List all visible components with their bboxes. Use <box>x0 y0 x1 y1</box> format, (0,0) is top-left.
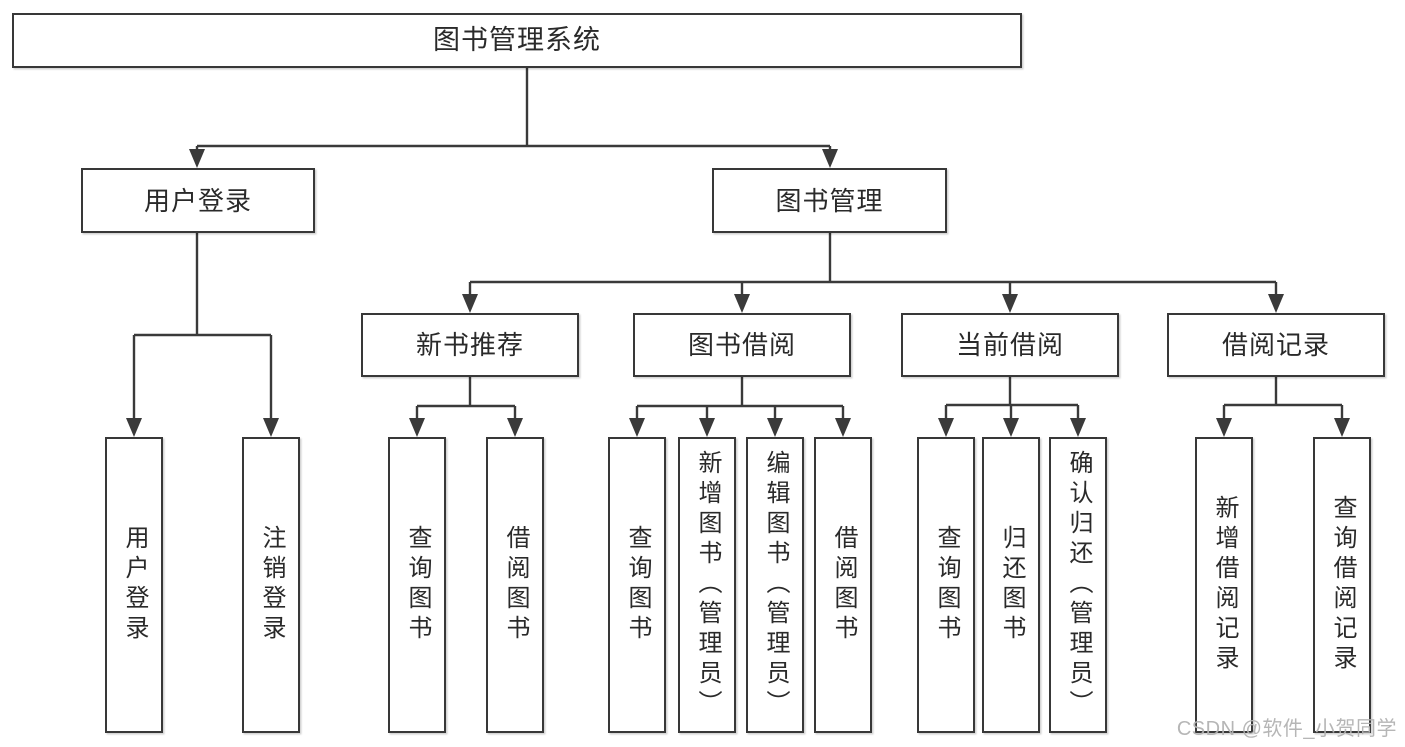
leaf-return-books-label: 归还图书 <box>998 525 1025 645</box>
connector-borrow-records-to-leaves <box>1216 377 1350 437</box>
node-book-mgmt-label: 图书管理 <box>775 185 884 216</box>
node-current-borrow-label: 当前借阅 <box>955 330 1064 360</box>
leaf-rec-borrow-books: 借阅图书 <box>486 437 544 733</box>
node-borrow-records-label: 借阅记录 <box>1221 330 1330 360</box>
leaf-borrow-query-books-label: 查询图书 <box>624 525 651 645</box>
connector-user-login-to-leaves <box>126 233 279 437</box>
leaf-add-books-admin-label: 新增图书（管理员） <box>694 450 721 720</box>
leaf-logout: 注销登录 <box>242 437 300 733</box>
connector-new-book-rec-to-leaves <box>409 377 523 437</box>
node-book-borrow-label: 图书借阅 <box>687 330 796 360</box>
node-user-login-label: 用户登录 <box>143 185 252 216</box>
node-new-book-rec: 新书推荐 <box>361 313 579 377</box>
leaf-return-books: 归还图书 <box>982 437 1040 733</box>
node-user-login: 用户登录 <box>81 168 315 233</box>
node-book-borrow: 图书借阅 <box>633 313 851 377</box>
connector-book-borrow-to-leaves <box>629 377 851 437</box>
leaf-query-borrow-record-label: 查询借阅记录 <box>1329 495 1356 675</box>
leaf-borrow-books: 借阅图书 <box>814 437 872 733</box>
leaf-confirm-return-admin: 确认归还（管理员） <box>1049 437 1107 733</box>
node-book-mgmt: 图书管理 <box>712 168 947 233</box>
leaf-user-login: 用户登录 <box>105 437 163 733</box>
connector-book-mgmt-to-sections <box>462 233 1284 313</box>
node-borrow-records: 借阅记录 <box>1167 313 1385 377</box>
leaf-borrow-query-books: 查询图书 <box>608 437 666 733</box>
leaf-rec-borrow-books-label: 借阅图书 <box>502 525 529 645</box>
leaf-add-books-admin: 新增图书（管理员） <box>678 437 736 733</box>
node-root-label: 图书管理系统 <box>433 25 601 55</box>
node-current-borrow: 当前借阅 <box>901 313 1119 377</box>
leaf-current-query-books: 查询图书 <box>917 437 975 733</box>
leaf-confirm-return-admin-label: 确认归还（管理员） <box>1065 450 1092 720</box>
leaf-query-borrow-record: 查询借阅记录 <box>1313 437 1371 733</box>
leaf-borrow-books-label: 借阅图书 <box>830 525 857 645</box>
node-new-book-rec-label: 新书推荐 <box>415 330 524 360</box>
leaf-add-borrow-record: 新增借阅记录 <box>1195 437 1253 733</box>
leaf-user-login-label: 用户登录 <box>121 525 148 645</box>
connector-current-borrow-to-leaves <box>938 377 1086 437</box>
leaf-logout-label: 注销登录 <box>258 525 285 645</box>
leaf-rec-query-books-label: 查询图书 <box>404 525 431 645</box>
leaf-edit-books-admin-label: 编辑图书（管理员） <box>762 450 789 720</box>
watermark: CSDN @软件_小贺同学 <box>1176 718 1397 740</box>
leaf-edit-books-admin: 编辑图书（管理员） <box>746 437 804 733</box>
leaf-current-query-books-label: 查询图书 <box>933 525 960 645</box>
node-root: 图书管理系统 <box>12 13 1022 68</box>
connector-root-to-level2 <box>189 68 838 168</box>
leaf-rec-query-books: 查询图书 <box>388 437 446 733</box>
leaf-add-borrow-record-label: 新增借阅记录 <box>1211 495 1238 675</box>
